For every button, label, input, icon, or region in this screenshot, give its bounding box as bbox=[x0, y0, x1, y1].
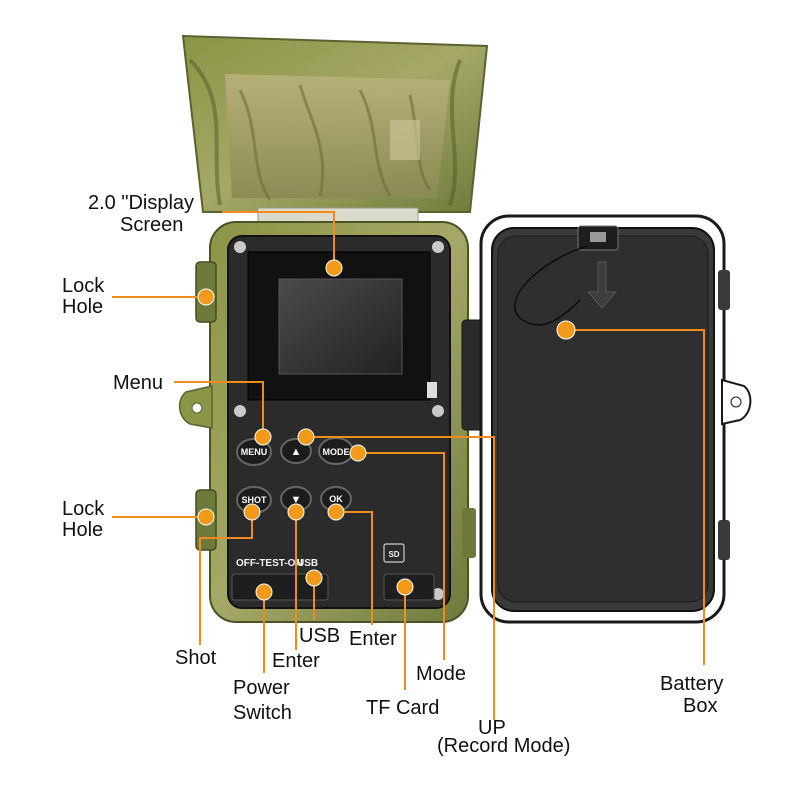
screw bbox=[234, 405, 246, 417]
marker-lock-hole-bottom bbox=[197, 508, 215, 526]
marker-enter-right bbox=[327, 503, 345, 521]
sd-icon bbox=[383, 543, 405, 563]
label-battery-box-line2: Box bbox=[683, 695, 717, 717]
label-display-line1: 2.0 "Display bbox=[88, 192, 194, 214]
label-battery-box-line1: Battery bbox=[660, 673, 723, 695]
label-display-line2: Screen bbox=[120, 214, 183, 236]
shade-hinge bbox=[257, 207, 419, 223]
label-tf-card: TF Card bbox=[366, 697, 439, 719]
marker-shot bbox=[243, 503, 261, 521]
marker-tf-card bbox=[396, 578, 414, 596]
marker-up bbox=[297, 428, 315, 446]
label-shot: Shot bbox=[175, 647, 217, 669]
screw bbox=[432, 241, 444, 253]
label-power-switch-line1: Power bbox=[233, 677, 290, 699]
label-lock-hole-top-line1: Lock bbox=[62, 275, 105, 297]
marker-lock-hole-top bbox=[197, 288, 215, 306]
label-up-line1: UP bbox=[478, 717, 506, 739]
usb-text: USB bbox=[297, 558, 318, 569]
menu-button[interactable] bbox=[236, 438, 272, 466]
arrow-down-icon bbox=[586, 261, 618, 309]
shot-button-label: SHOT bbox=[241, 495, 267, 505]
callout-labels: 2.0 "Display Screen Lock Hole Menu Lock … bbox=[62, 192, 723, 757]
button-row-bottom: SHOT ▼ OK bbox=[236, 486, 352, 514]
battery-door bbox=[479, 214, 752, 624]
menu-button-label: MENU bbox=[241, 447, 268, 457]
label-lock-hole-bottom-line2: Hole bbox=[62, 519, 103, 541]
label-usb: USB bbox=[299, 625, 340, 647]
marker-usb bbox=[305, 569, 323, 587]
switch-text: OFF-TEST-ON bbox=[236, 558, 303, 569]
leader-lines bbox=[112, 211, 705, 720]
label-enter-right: Enter bbox=[349, 628, 397, 650]
down-button-label: ▼ bbox=[291, 494, 302, 506]
label-mode: Mode bbox=[416, 663, 466, 685]
sun-shade bbox=[181, 34, 489, 213]
screw bbox=[432, 588, 444, 600]
label-lock-hole-bottom-line1: Lock bbox=[62, 498, 105, 520]
marker-enter-left bbox=[287, 503, 305, 521]
display-screen bbox=[247, 251, 437, 401]
screw bbox=[234, 241, 246, 253]
sd-text: SD bbox=[388, 550, 399, 559]
label-enter-left: Enter bbox=[272, 650, 320, 672]
mode-button-label: MODE bbox=[323, 447, 350, 457]
screw bbox=[432, 405, 444, 417]
label-power-switch-line2: Switch bbox=[233, 702, 292, 724]
ok-button-label: OK bbox=[329, 494, 343, 504]
marker-menu bbox=[254, 428, 272, 446]
button-row-top: MENU ▲ MODE bbox=[236, 437, 354, 466]
marker-power-switch bbox=[255, 583, 273, 601]
latch-strap bbox=[513, 245, 589, 326]
label-menu: Menu bbox=[113, 372, 163, 394]
marker-mode bbox=[349, 444, 367, 462]
label-lock-hole-top-line2: Hole bbox=[62, 296, 103, 318]
label-up-line2: (Record Mode) bbox=[437, 735, 570, 757]
up-button-label: ▲ bbox=[291, 446, 302, 458]
marker-display bbox=[325, 259, 343, 277]
marker-battery-box bbox=[556, 320, 576, 340]
marker-dots bbox=[197, 259, 576, 601]
